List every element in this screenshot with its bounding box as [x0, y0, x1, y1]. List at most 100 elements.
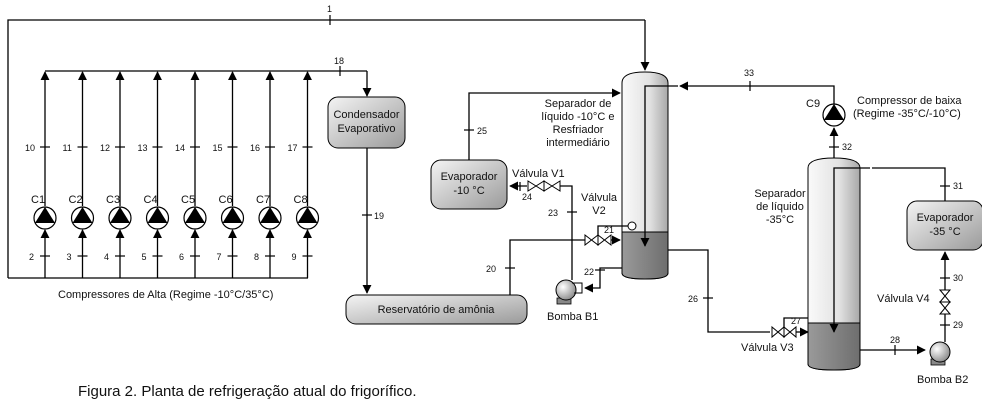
stream-22-pipe: [584, 267, 622, 293]
compressor-label: C7: [256, 194, 270, 206]
valve-v2-level-line: [597, 225, 628, 235]
discharge-stream-label: 14: [175, 143, 185, 153]
discharge-stream-label: 10: [25, 143, 35, 153]
compressor-c2[interactable]: [70, 206, 95, 230]
separator-1-label-line1: Separador de: [545, 98, 612, 110]
valve-v2-label-line2: V2: [592, 205, 605, 217]
suction-stream-label: 7: [217, 252, 222, 262]
evaporator-minus35: Evaporador -35 °C: [906, 200, 982, 251]
separator-2-label-line2: de líquido: [756, 201, 804, 213]
pump-b1-label: Bomba B1: [547, 311, 598, 323]
condenser-label-line2: Evaporativo: [337, 123, 395, 135]
compressor-label: C1: [31, 194, 45, 206]
compressor-label: C5: [181, 194, 195, 206]
compressor-low-label-line1: Compressor de baixa: [857, 95, 962, 107]
stream-26-pipe: [668, 249, 770, 333]
compressor-c5[interactable]: [183, 206, 207, 230]
suction-stream-label: 3: [67, 252, 72, 262]
evaporative-condenser: Condensador Evaporativo: [327, 96, 406, 149]
stream-28-label: 28: [890, 335, 900, 345]
valve-v2[interactable]: [584, 233, 612, 247]
valve-v3-level-line: [783, 317, 815, 327]
compressor-c8[interactable]: [295, 206, 320, 230]
stream-26-label: 26: [688, 294, 698, 304]
compressor-c4[interactable]: [145, 206, 170, 230]
discharge-stream-label: 13: [138, 143, 148, 153]
compressor-low-label-line2: (Regime -35°C/-10°C): [853, 108, 961, 120]
stream-1-pipe: [7, 15, 650, 278]
suction-stream-label: 5: [142, 252, 147, 262]
stream-22-label: 22: [584, 267, 594, 277]
suction-stream-label: 9: [292, 252, 297, 262]
stream-20-label: 20: [486, 264, 496, 274]
valve-v1-label: Válvula V1: [512, 168, 565, 180]
evaporator-minus10: Evaporador -10 °C: [430, 159, 508, 210]
separator-1-label-line4: intermediário: [546, 137, 610, 149]
high-compressors-label: Compressores de Alta (Regime -10°C/35°C): [58, 289, 273, 301]
valve-v4-label: Válvula V4: [877, 293, 930, 305]
compressor-c9-label: C9: [806, 98, 820, 110]
valve-v3[interactable]: [771, 325, 797, 339]
compressor-label: C6: [219, 194, 233, 206]
stream-25-pipe: [468, 88, 621, 160]
stream-33-label: 33: [744, 68, 754, 78]
compressor-c3[interactable]: [108, 206, 132, 230]
stream-18-label: 18: [334, 56, 344, 66]
stream-19-label: 19: [374, 211, 384, 221]
compressor-label: C2: [69, 194, 83, 206]
separator-2-dip-pipe: [829, 167, 870, 333]
stream-24-label: 24: [522, 192, 532, 202]
suction-stream-label: 2: [29, 252, 34, 262]
suction-stream-label: 6: [179, 252, 184, 262]
stream-25-label: 25: [477, 126, 487, 136]
compressor-c7[interactable]: [258, 206, 282, 230]
discharge-stream-label: 17: [288, 143, 298, 153]
stream-23-pipe: [560, 185, 573, 280]
compressor-label: C8: [294, 194, 308, 206]
stream-29-label: 29: [953, 320, 963, 330]
stream-1-label: 1: [327, 4, 332, 14]
pump-b1[interactable]: [555, 279, 583, 305]
stream-31-label: 31: [953, 181, 963, 191]
separator-1-label-line2: líquido -10°C e: [542, 111, 615, 123]
compressor-label: C3: [106, 194, 120, 206]
discharge-stream-label: 15: [213, 143, 223, 153]
compressor-c1[interactable]: [33, 206, 57, 230]
ammonia-reservoir: Reservatório de amônia: [345, 294, 528, 325]
valve-v3-label: Válvula V3: [741, 342, 794, 354]
discharge-stream-label: 11: [63, 143, 72, 153]
suction-stream-label: 8: [254, 252, 259, 262]
evaporator-1-label-line2: -10 °C: [453, 185, 484, 197]
stream-32-label: 32: [842, 142, 852, 152]
high-compressor-bank: C1 10 2 C2 11 3 C3 12 4 C4 13 5 C5 14 6 C6 15 7 C7 16 8 C8 17 9: [8, 66, 372, 279]
evaporator-2-label-line2: -35 °C: [929, 226, 960, 238]
stream-31-pipe: [872, 167, 946, 201]
discharge-stream-label: 16: [250, 143, 260, 153]
evaporator-1-label-line1: Evaporador: [441, 171, 498, 183]
stream-23-label: 23: [548, 208, 558, 218]
separator-1-label-line3: Resfriador: [553, 124, 604, 136]
compressor-c6[interactable]: [220, 206, 245, 230]
compressor-label: C4: [144, 194, 158, 206]
valve-v2-label-line1: Válvula: [581, 192, 618, 204]
discharge-stream-label: 12: [100, 143, 110, 153]
pump-b2-label: Bomba B2: [917, 374, 968, 386]
separator-2-label-line3: -35°C: [766, 214, 794, 226]
suction-stream-label: 4: [104, 252, 109, 262]
compressor-c9[interactable]: [822, 103, 846, 127]
stream-27-label: 27: [791, 316, 801, 326]
separator-1-dip-pipe: [640, 85, 678, 247]
condenser-label-line1: Condensador: [333, 109, 399, 121]
stream-30-label: 30: [953, 273, 963, 283]
stream-21-label: 21: [604, 225, 614, 235]
evaporator-2-label-line1: Evaporador: [917, 212, 974, 224]
stream-33-pipe: [679, 81, 835, 104]
reservoir-label: Reservatório de amônia: [378, 304, 496, 316]
stream-20-pipe: [509, 239, 585, 295]
separator-2-label-line1: Separador: [754, 188, 806, 200]
valve-v1[interactable]: [527, 180, 561, 192]
valve-v4[interactable]: [938, 289, 952, 315]
figure-caption: Figura 2. Planta de refrigeração atual d…: [78, 383, 417, 400]
pump-b2[interactable]: [929, 341, 951, 366]
